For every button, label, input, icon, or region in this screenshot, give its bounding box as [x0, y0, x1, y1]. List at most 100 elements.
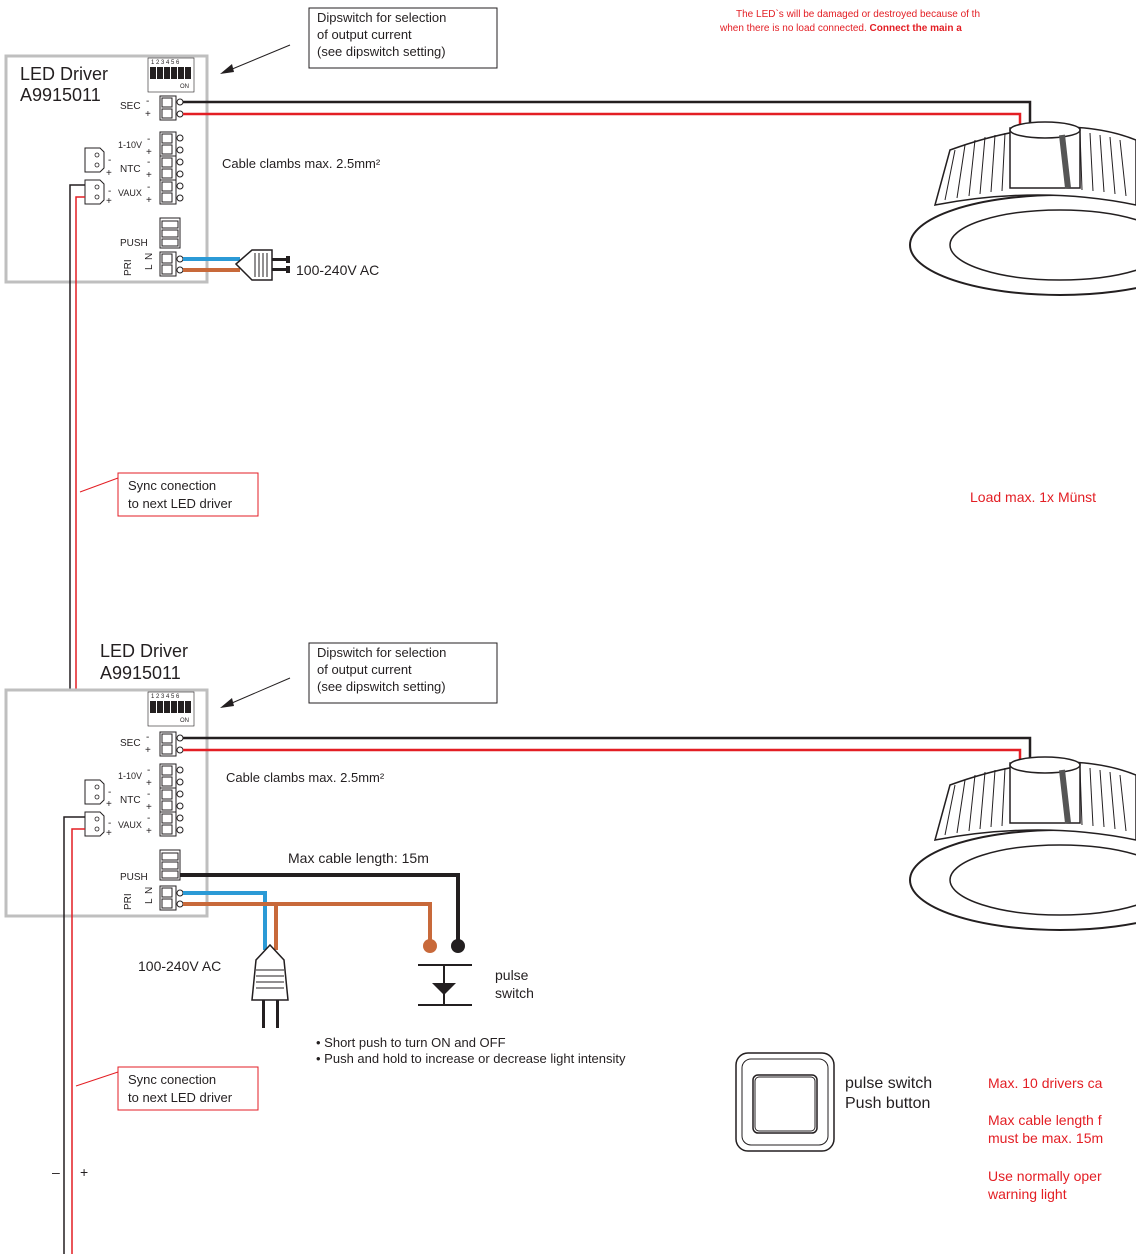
- svg-text:(see dipswitch setting): (see dipswitch setting): [317, 44, 446, 59]
- driver2-sec-plus-wire: [183, 748, 1022, 765]
- svg-text:+: +: [146, 170, 152, 181]
- driver1-sec-minus-wire: [183, 100, 1032, 130]
- svg-text:Dipswitch for selection: Dipswitch for selection: [317, 645, 446, 660]
- svg-text:L: L: [144, 264, 155, 270]
- svg-text:of output current: of output current: [317, 662, 412, 677]
- svg-text:1-10V: 1-10V: [118, 771, 142, 781]
- svg-text:PUSH: PUSH: [120, 238, 148, 249]
- svg-text:+: +: [106, 828, 112, 839]
- svg-text:+: +: [146, 778, 152, 789]
- max-cable-length-label: Max cable length: 15m: [288, 850, 429, 866]
- svg-text:+: +: [146, 147, 152, 158]
- svg-text:+: +: [145, 745, 151, 756]
- sync-wire-plus-2: [71, 828, 85, 1254]
- note-2-line-2: must be max. 15m: [988, 1130, 1103, 1146]
- svg-text:1 2 3 4 5 6: 1 2 3 4 5 6: [151, 60, 180, 66]
- svg-text:SEC: SEC: [120, 738, 141, 749]
- led-driver-1: LED Driver A9915011 1 2 3 4 5 6 ON SEC -…: [4, 54, 209, 284]
- downlight-1: [909, 121, 1136, 296]
- svg-text:of output current: of output current: [317, 27, 412, 42]
- sync-callout-1: Sync conection to next LED driver: [79, 472, 259, 517]
- note-2-line-1: Max cable length f: [988, 1112, 1102, 1128]
- svg-text:Dipswitch for selection: Dipswitch for selection: [317, 10, 446, 25]
- push-button-label-2: Push button: [845, 1095, 930, 1112]
- svg-text:-: -: [108, 155, 111, 166]
- svg-text:to next LED driver: to next LED driver: [128, 496, 233, 511]
- bullet-1: • Short push to turn ON and OFF: [316, 1035, 506, 1050]
- led-driver-2: 1 2 3 4 5 6 ON SEC - + 1-10V - + NTC - +: [4, 688, 209, 918]
- svg-text:Sync conection: Sync conection: [128, 1072, 216, 1087]
- ac-label-1: 100-240V AC: [296, 262, 379, 278]
- svg-text:-: -: [147, 182, 150, 193]
- driver1-dipswitch-callout: Dipswitch for selection of output curren…: [220, 7, 498, 74]
- svg-text:NTC: NTC: [120, 164, 141, 175]
- svg-text:NTC: NTC: [120, 795, 141, 806]
- svg-text:-: -: [108, 818, 111, 829]
- driver2-title: LED Driver: [100, 641, 188, 661]
- svg-text:to next LED driver: to next LED driver: [128, 1090, 233, 1105]
- note-1: Max. 10 drivers ca: [988, 1075, 1103, 1091]
- warning-line-2: when there is no load connected. Connect…: [719, 23, 962, 34]
- driver1-title: LED Driver: [20, 64, 108, 84]
- svg-text:PUSH: PUSH: [120, 872, 148, 883]
- svg-text:-: -: [146, 96, 149, 107]
- push-button-label-1: pulse switch: [845, 1075, 932, 1092]
- pulse-switch-label-1: pulse: [495, 967, 529, 983]
- svg-text:+: +: [106, 196, 112, 207]
- pulse-terminal-brown: [423, 939, 437, 953]
- push-wire-brown: [183, 902, 432, 945]
- sync-wire-minus-2: [63, 816, 85, 1254]
- svg-text:-: -: [147, 813, 150, 824]
- svg-text:-: -: [108, 787, 111, 798]
- svg-text:N: N: [144, 887, 155, 894]
- svg-text:N: N: [144, 253, 155, 260]
- push-button-image: [735, 1052, 835, 1152]
- svg-text:SEC: SEC: [120, 101, 141, 112]
- sync-callout-2: Sync conection to next LED driver: [75, 1066, 259, 1111]
- warning-line-1: The LED`s will be damaged or destroyed b…: [736, 8, 980, 20]
- bottom-minus-label: –: [52, 1164, 60, 1180]
- driver2-sec-minus-wire: [183, 736, 1032, 765]
- ac-label-2: 100-240V AC: [138, 958, 221, 974]
- svg-text:PRI: PRI: [123, 893, 134, 910]
- bottom-plus-label: +: [80, 1164, 88, 1180]
- driver2-model: A9915011: [100, 663, 181, 683]
- svg-text:-: -: [147, 134, 150, 145]
- svg-text:+: +: [146, 195, 152, 206]
- svg-text:+: +: [106, 168, 112, 179]
- svg-text:+: +: [145, 109, 151, 120]
- svg-text:(see dipswitch setting): (see dipswitch setting): [317, 679, 446, 694]
- pulse-terminal-black: [451, 939, 465, 953]
- svg-text:-: -: [146, 732, 149, 743]
- svg-text:Sync conection: Sync conection: [128, 478, 216, 493]
- svg-text:+: +: [106, 799, 112, 810]
- cable-clamps-label-1: Cable clambs max. 2.5mm²: [222, 156, 381, 171]
- ac-plug-2: [183, 891, 289, 1028]
- note-3-line-2: warning light: [987, 1186, 1067, 1202]
- svg-text:ON: ON: [180, 718, 189, 724]
- svg-text:-: -: [147, 157, 150, 168]
- push-wire-black: [180, 873, 460, 945]
- cable-clamps-label-2: Cable clambs max. 2.5mm²: [226, 770, 385, 785]
- svg-text:L: L: [144, 898, 155, 904]
- pulse-switch-label-2: switch: [495, 985, 534, 1001]
- svg-text:+: +: [146, 826, 152, 837]
- downlight-2: [909, 756, 1136, 931]
- driver1-dipswitch: 1 2 3 4 5 6 ON: [147, 57, 195, 93]
- svg-text:1-10V: 1-10V: [118, 140, 142, 150]
- pulse-switch-symbol: [418, 964, 472, 1006]
- driver2-dipswitch: 1 2 3 4 5 6 ON: [147, 691, 195, 727]
- driver1-sec-plus-wire: [183, 112, 1022, 130]
- driver2-dipswitch-callout: Dipswitch for selection of output curren…: [220, 642, 498, 708]
- ac-plug-1: [183, 249, 290, 281]
- note-3-line-1: Use normally oper: [988, 1168, 1102, 1184]
- svg-text:1 2 3 4 5 6: 1 2 3 4 5 6: [151, 694, 180, 700]
- svg-text:+: +: [146, 802, 152, 813]
- driver1-model: A9915011: [20, 85, 101, 105]
- load-max-label: Load max. 1x Münst: [970, 489, 1096, 505]
- svg-text:VAUX: VAUX: [118, 188, 142, 198]
- svg-text:-: -: [147, 765, 150, 776]
- svg-text:-: -: [108, 186, 111, 197]
- bullet-2: • Push and hold to increase or decrease …: [316, 1051, 626, 1066]
